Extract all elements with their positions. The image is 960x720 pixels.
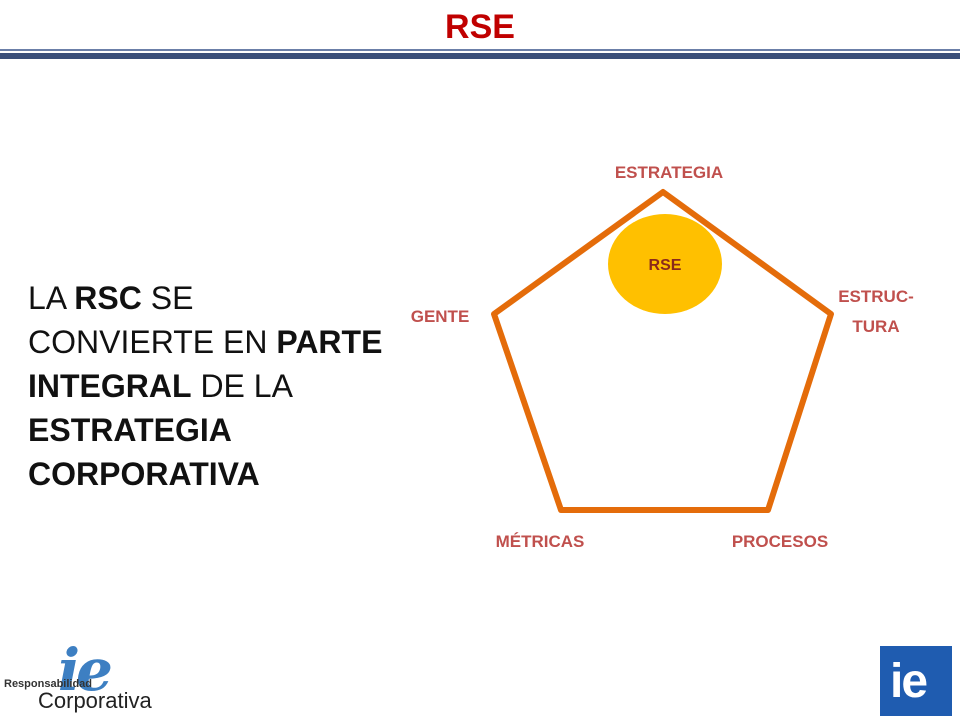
core-rse-label: RSE bbox=[649, 257, 682, 274]
rc-logo-mark: ie bbox=[58, 636, 113, 704]
ie-logo: ie bbox=[880, 646, 952, 716]
core-rse-circle bbox=[608, 214, 722, 314]
vertex-label-estructura-2: TURA bbox=[852, 317, 899, 336]
vertex-label-procesos: PROCESOS bbox=[732, 532, 828, 551]
vertex-label-gente: GENTE bbox=[411, 307, 470, 326]
vertex-label-metricas: MÉTRICAS bbox=[496, 532, 585, 551]
strategy-statement: LA RSC SE CONVIERTE EN PARTE INTEGRAL DE… bbox=[28, 276, 388, 496]
statement-part: LA bbox=[28, 280, 75, 316]
vertex-label-estructura-1: ESTRUC- bbox=[838, 287, 914, 306]
vertex-label-estrategia: ESTRATEGIA bbox=[615, 163, 723, 182]
slide-title: RSE bbox=[445, 8, 515, 46]
ie-logo-mark: ie bbox=[890, 655, 928, 708]
statement-part: RSC bbox=[74, 280, 142, 316]
statement-part: SE CONVIERTE EN bbox=[28, 280, 277, 360]
rc-logo-small-text: Responsabilidad bbox=[4, 678, 93, 690]
title-rule-thick bbox=[0, 53, 960, 59]
statement-part: DE LA bbox=[191, 368, 292, 404]
statement-part: PARTE INTEGRAL bbox=[28, 324, 383, 404]
rc-logo: ie Responsabilidad Corporativa bbox=[0, 636, 170, 720]
rc-logo-big-text: Corporativa bbox=[38, 688, 152, 713]
title-rule bbox=[0, 49, 960, 51]
statement-part: ESTRATEGIA CORPORATIVA bbox=[28, 412, 260, 492]
pentagon-outline bbox=[491, 189, 834, 513]
